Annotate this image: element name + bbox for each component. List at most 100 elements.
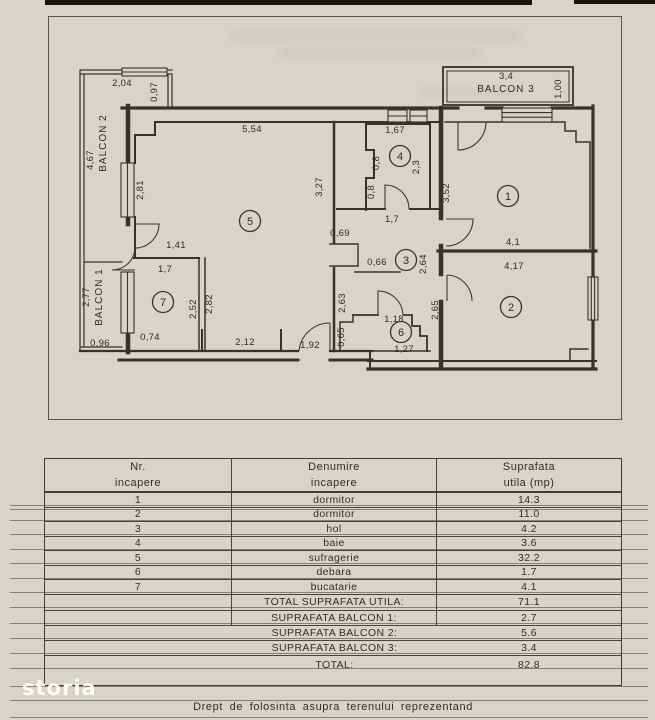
cell-empty [45,610,232,625]
dimension-label: 0,8 [371,156,382,170]
cell-summary-value: 3.4 [521,641,537,654]
dimension-label: 0,97 [149,82,160,102]
header-nr-incapere: Nr.incapere [45,459,232,491]
cell-summary-label: TOTAL SUPRAFATA UTILA: [232,594,437,610]
dimension-label: 2,12 [235,337,255,348]
cell-summary-value: 2.7 [521,611,537,624]
dimension-label: 1,18 [384,314,404,325]
dimension-label: 2,81 [135,180,146,200]
balcony-label: BALCON 3 [477,84,534,95]
storia-watermark: storia [22,676,97,700]
room-number: 2 [508,302,514,314]
summary-row: SUPRAFATA BALCON 1:2.7 [45,610,621,626]
dimension-label: 0,65 [336,327,347,347]
cell-empty [45,641,232,655]
cell-room-area: 32.2 [517,551,541,564]
room-number: 6 [398,327,404,339]
cell-room-nr: 4 [45,536,232,550]
scan-edge-strip-right [574,0,655,4]
walls [78,66,598,371]
cell-room-area: 14.3 [517,493,541,506]
dimension-label: 2,63 [337,293,348,313]
ruled-line [10,534,648,535]
cell-summary-value: 71.1 [517,596,541,608]
cell-room-area: 4.2 [521,522,537,535]
balcony-label: BALCON 1 [94,268,105,325]
room-circle [389,320,413,344]
summary-row: TOTAL: 82.8 [45,656,621,675]
dimension-label: 4,17 [504,261,524,272]
cell-empty [45,626,232,640]
ruled-line [10,700,648,701]
room-circle [499,295,523,319]
cell-room-area: 1.7 [521,566,537,579]
cell-summary-label: SUPRAFATA BALCON 3: [271,641,398,654]
cell-room-name: sufragerie [232,551,437,565]
cell-room-nr: 6 [45,565,232,579]
room-number: 7 [160,297,166,309]
summary-row: SUPRAFATA BALCON 3: 3.4 [45,641,621,656]
room-circle [394,248,418,272]
ruled-line [10,686,648,687]
dimension-label: 1,92 [300,340,320,351]
dimension-label: 3,27 [314,177,325,197]
dimension-label: 1,7 [158,264,172,275]
dimension-label: 3,4 [499,71,513,82]
room-number: 4 [397,151,403,163]
cell-room-nr: 3 [45,522,232,536]
cell-room-nr: 5 [45,551,232,565]
dimension-label: 2,77 [81,287,92,307]
dimension-label: 0,96 [90,338,110,349]
cell-room-name: dormitor [232,507,437,521]
dimension-label: 0,8 [366,185,377,199]
cell-room-name: baie [232,536,437,550]
cell-room-name: debara [232,565,437,579]
cell-summary-value: 82.8 [517,659,541,671]
cell-empty [45,656,232,675]
bleed-through-artifact [420,88,510,97]
dimension-label: 2,04 [112,78,132,89]
ruled-line [10,622,648,624]
room-circle [388,144,412,168]
dimension-label: 3,52 [441,183,452,203]
balcony-label: BALCON 2 [98,114,109,171]
cell-room-name: bucatarie [232,580,437,594]
cell-room-area: 4.1 [521,580,537,593]
room-circle [238,209,262,233]
dimension-label: 1,67 [385,125,405,136]
room-number: 3 [403,255,409,267]
room-circle [496,184,520,208]
ruled-line [10,509,648,510]
cell-summary-value: 5.6 [521,626,537,639]
cell-summary-label: TOTAL: [315,659,354,671]
ruled-line [10,519,648,521]
bleed-through-artifact [230,30,520,42]
dimension-label: 0,69 [330,228,350,239]
dimension-label: 4,1 [506,237,520,248]
ruled-line [10,717,648,718]
windows [120,67,599,334]
room-circle [151,290,175,314]
cell-empty [45,594,232,610]
scan-edge-strip-left [45,0,532,5]
dimension-label: 1,41 [166,240,186,251]
dimension-label: 0,66 [367,257,387,268]
room-number: 1 [505,191,511,203]
ruled-line [10,563,648,564]
ruled-line [10,652,648,654]
ruled-line [10,548,648,550]
cell-room-nr: 1 [45,493,232,507]
ruled-line [10,667,648,669]
